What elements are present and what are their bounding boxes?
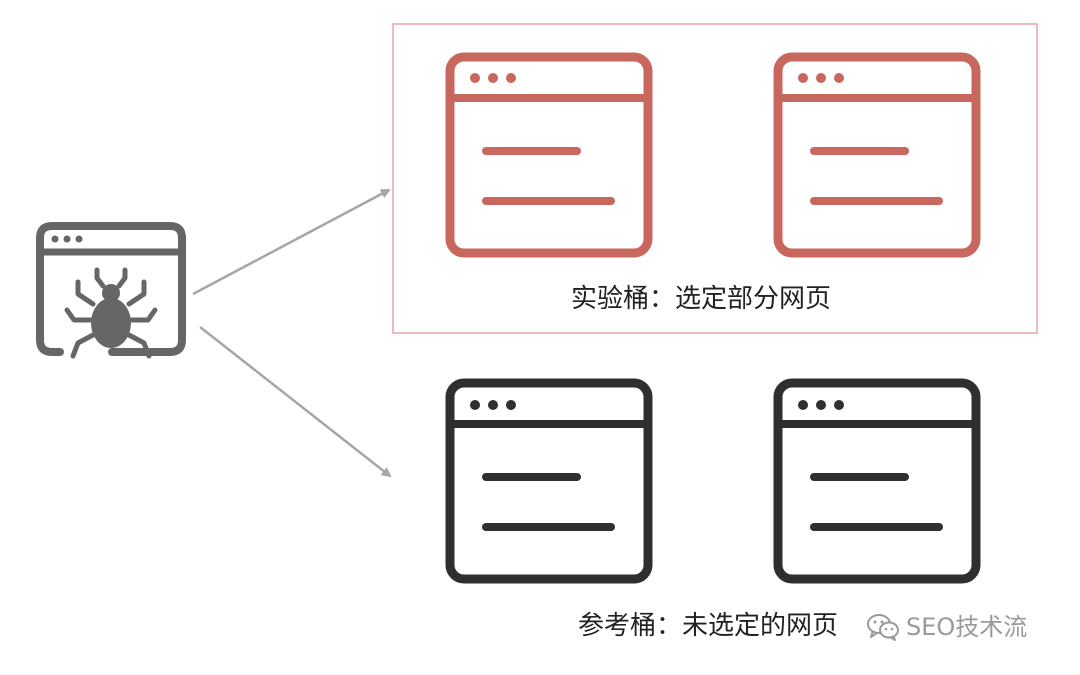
arrow-to-reference bbox=[199, 326, 392, 478]
experiment-page-1 bbox=[445, 52, 653, 258]
watermark: SEO技术流 bbox=[866, 612, 1027, 642]
reference-bucket-caption: 参考桶：未选定的网页 bbox=[578, 611, 839, 641]
watermark-text: SEO技术流 bbox=[906, 613, 1028, 641]
reference-page-1 bbox=[445, 378, 653, 584]
wechat-icon bbox=[867, 614, 899, 641]
experiment-bucket-caption: 实验桶：选定部分网页 bbox=[571, 284, 832, 314]
experiment-bucket-frame bbox=[392, 23, 1038, 334]
spider-browser-icon bbox=[36, 222, 186, 359]
experiment-page-2 bbox=[773, 52, 981, 258]
reference-page-2 bbox=[773, 378, 981, 584]
spider-icon bbox=[64, 267, 158, 359]
arrow-to-experiment bbox=[192, 188, 391, 296]
